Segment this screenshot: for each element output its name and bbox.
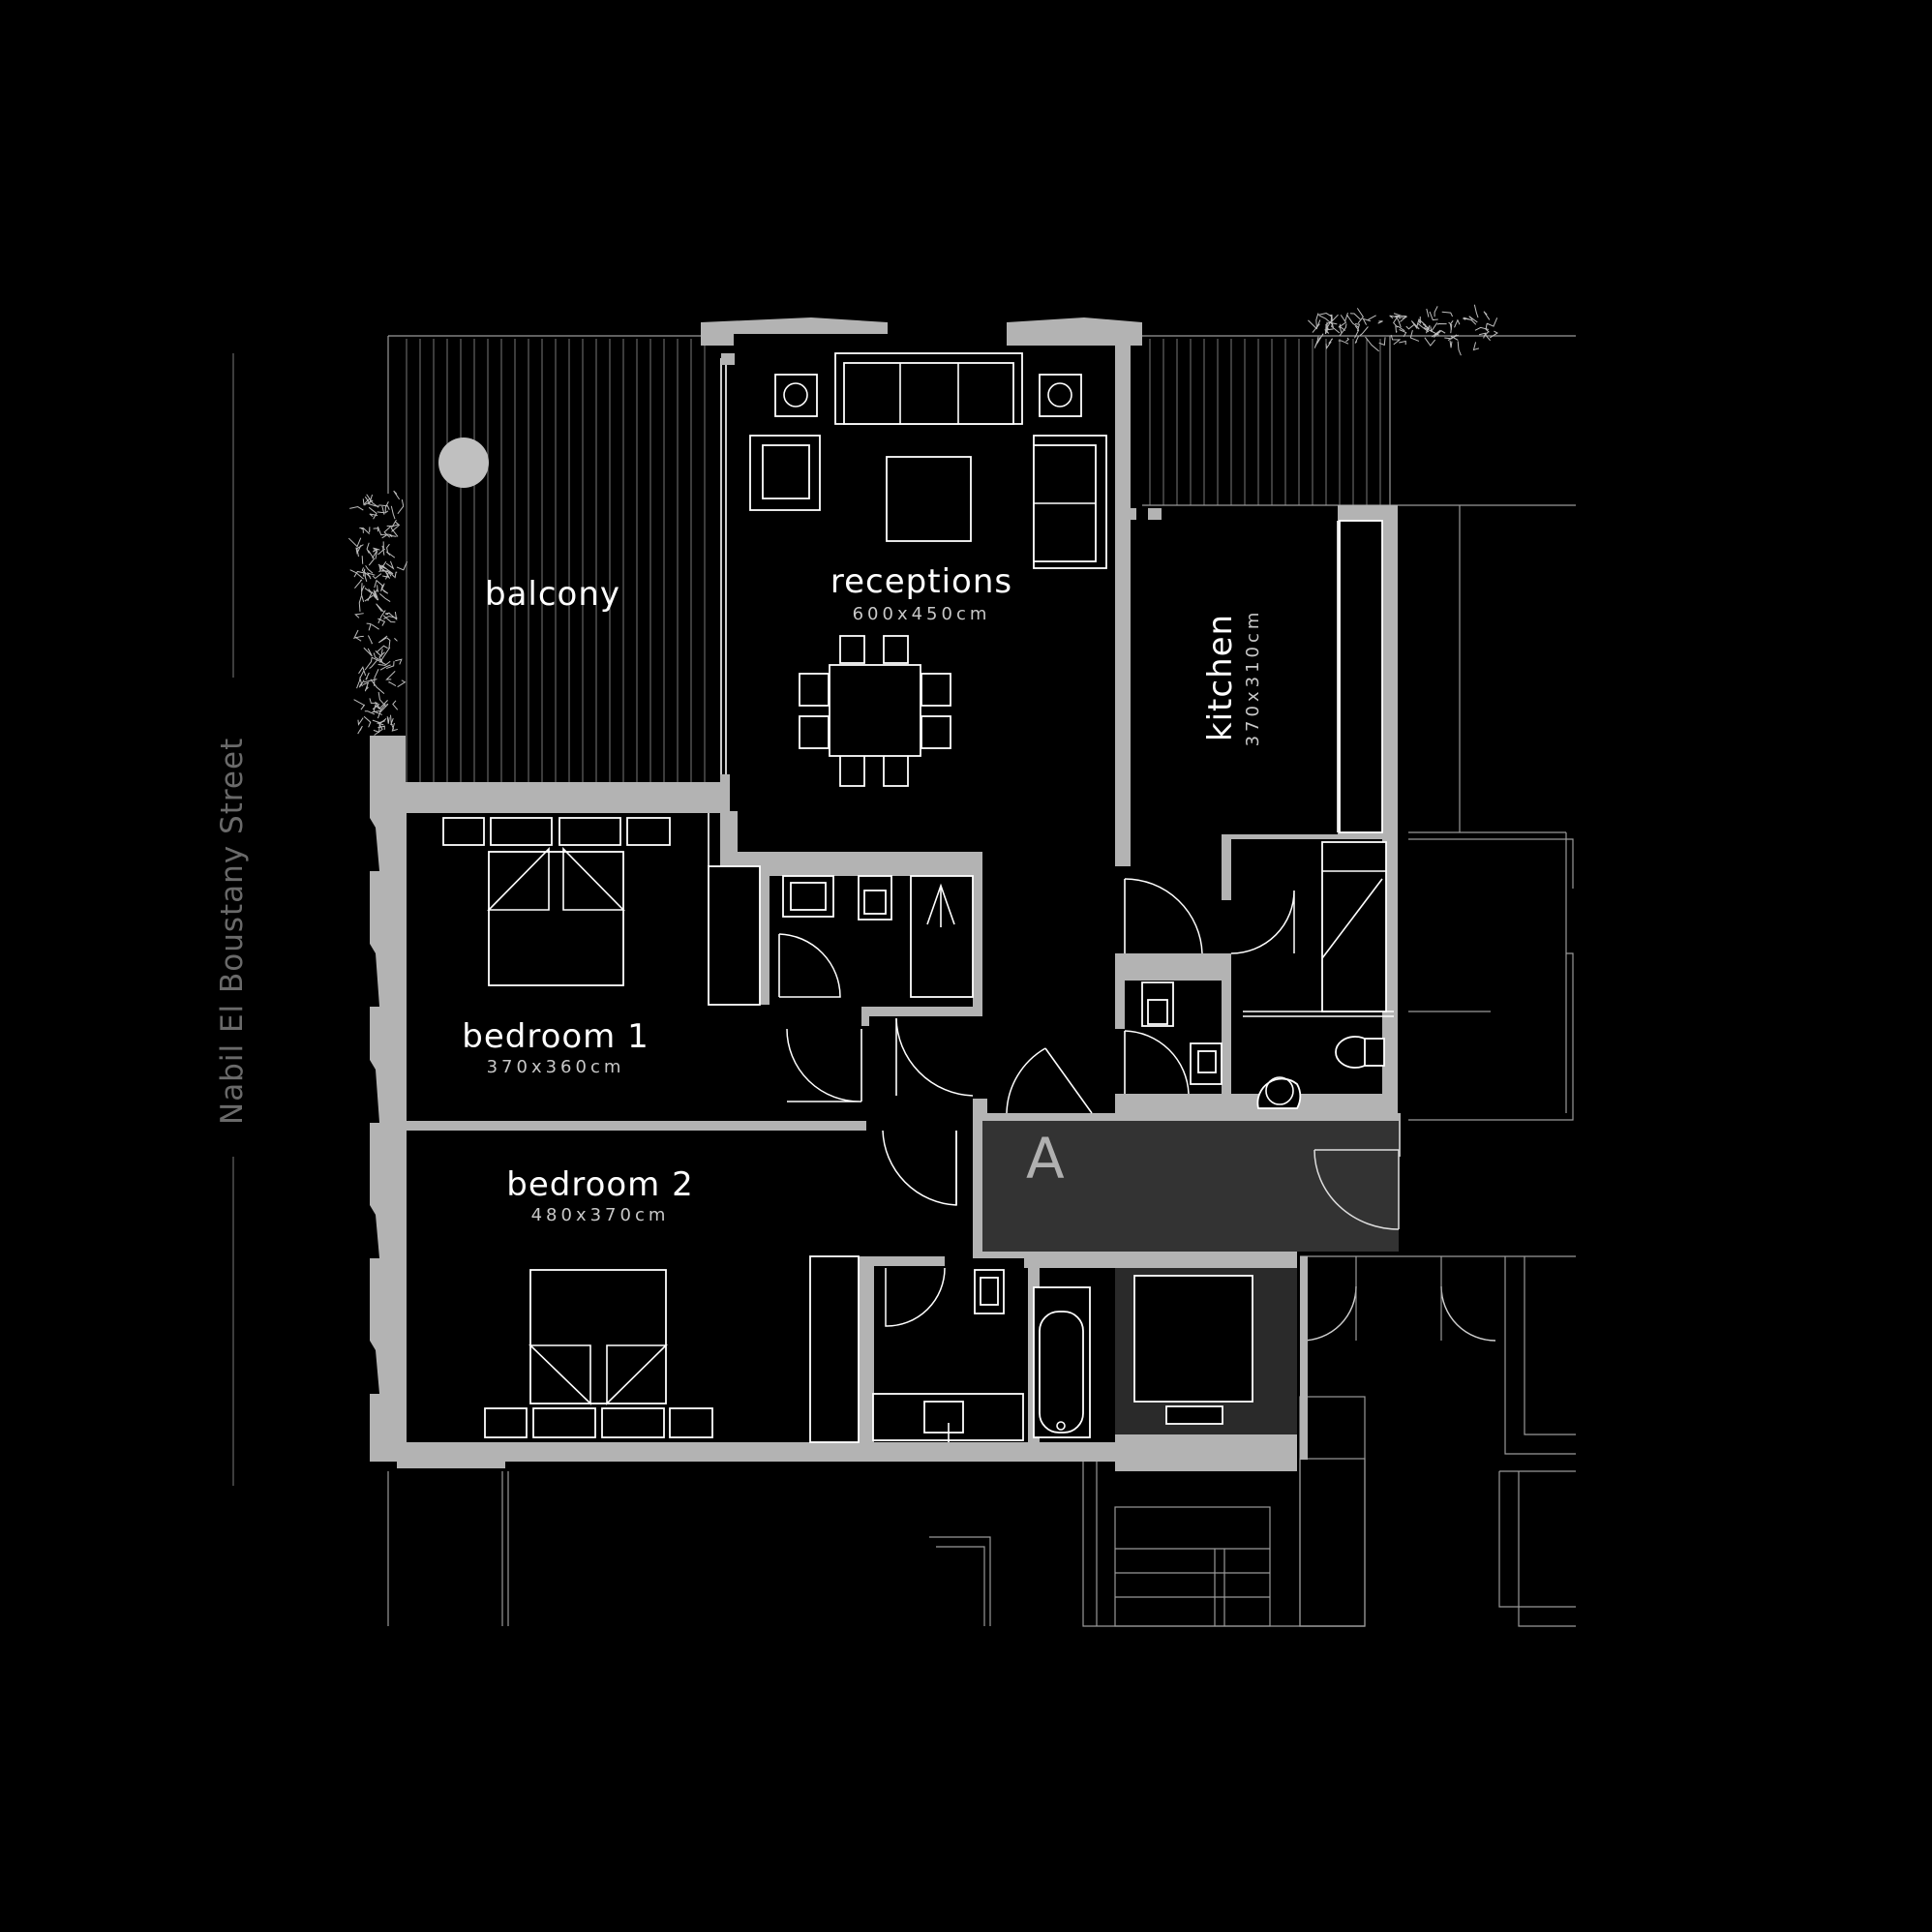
room-labels: balcony receptions 600x450cm kitchen 370… [462, 562, 1263, 1225]
bathroom-2 [872, 1267, 1091, 1442]
street-marker: Nabil El Boustany Street [215, 353, 250, 1486]
kitchen-furniture [1337, 520, 1383, 833]
balcony-planter [347, 490, 408, 736]
bathroom-1 [778, 875, 974, 998]
context-lines [387, 505, 1576, 1627]
balcony-table [438, 438, 489, 488]
bedroom2-furniture [484, 1255, 860, 1443]
unit-label: A [1026, 1126, 1065, 1192]
bathroom-3 [1141, 841, 1394, 1109]
entrance-hall: A [982, 1121, 1400, 1252]
bedroom1-furniture [442, 813, 761, 1006]
balcony-label: balcony [485, 575, 620, 614]
kitchen-label: kitchen [1201, 614, 1240, 741]
receptions-furniture [720, 352, 1107, 787]
kitchen-size: 370x310cm [1243, 609, 1263, 747]
balcony-decking [406, 339, 706, 782]
receptions-label: receptions [830, 562, 1012, 601]
receptions-size: 600x450cm [853, 604, 991, 624]
bedroom1-size: 370x360cm [487, 1057, 625, 1077]
utility-closet [1115, 1268, 1297, 1434]
terrace-planter [1308, 304, 1498, 356]
street-name: Nabil El Boustany Street [215, 738, 250, 1125]
doors [786, 878, 1203, 1206]
bedroom2-label: bedroom 2 [506, 1165, 693, 1204]
bedroom2-size: 480x370cm [531, 1205, 670, 1225]
terrace-decking [1149, 339, 1381, 505]
bedroom1-label: bedroom 1 [462, 1017, 649, 1056]
